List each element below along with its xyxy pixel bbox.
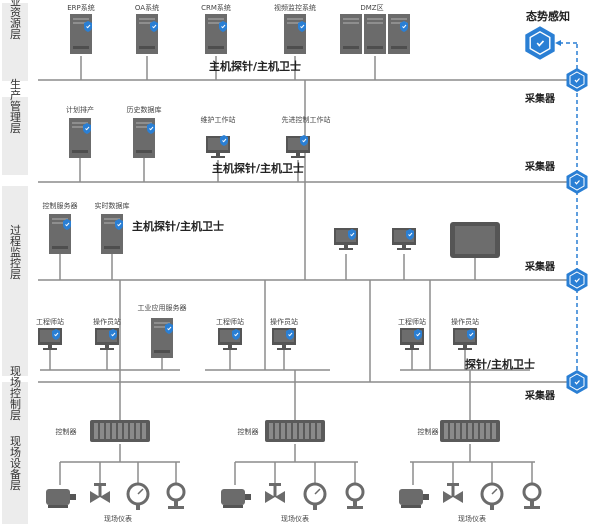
network-buses: [38, 56, 575, 485]
ws-monitor-1: [334, 228, 358, 250]
control-group-1: 工程师站 操作员站 工业应用服务器: [36, 303, 187, 358]
server-crm: CRM系统: [201, 3, 231, 54]
control-group-3: 工程师站 操作员站: [398, 317, 479, 350]
layer-label-field-control: 现场控制层: [9, 365, 22, 421]
server-erp: ERP系统: [67, 3, 95, 54]
probe-label-control: 探针/主机卫士: [465, 357, 535, 371]
probe-label-monitoring: 主机探针/主机卫士: [132, 219, 224, 233]
ws-monitor-2: [392, 228, 416, 250]
monitoring-nodes: 控制服务器 实时数据库 主机探针/主机卫士: [43, 201, 500, 258]
server-control: 控制服务器: [43, 201, 78, 254]
server-label: CRM系统: [201, 3, 231, 12]
field-devices-1: 现场仪表: [46, 482, 186, 523]
server-label: 历史数据库: [127, 105, 162, 114]
server-planning: 计划排产: [66, 105, 94, 158]
management-nodes: 计划排产 历史数据库 维护工作站 先进控制工作站 主机探针/主机卫士: [66, 105, 331, 175]
op-station-label: 操作员站: [93, 317, 121, 326]
eng-station-label: 工程师站: [36, 317, 64, 326]
devices-label: 现场仪表: [281, 514, 309, 523]
layer-label-enterprise: 企业资源层: [9, 0, 22, 40]
collector-label: 采集器: [524, 160, 556, 173]
eng-station-label: 工程师站: [216, 317, 244, 326]
control-group-2: 工程师站 操作员站: [216, 317, 298, 350]
situational-awareness: 态势感知: [524, 9, 570, 61]
ws-advanced-control: 先进控制工作站: [282, 115, 331, 158]
collectors: 采集器 采集器 采集器 采集器: [524, 67, 589, 402]
awareness-label: 态势感知: [526, 9, 570, 23]
collector-label: 采集器: [524, 260, 556, 273]
probe-label-enterprise: 主机探针/主机卫士: [209, 59, 301, 73]
collector-label: 采集器: [524, 389, 556, 402]
server-history-db: 历史数据库: [127, 105, 162, 158]
server-label: OA系统: [135, 3, 159, 12]
collector-label: 采集器: [524, 92, 556, 105]
server-label: 视频监控系统: [274, 3, 316, 12]
controllers: 控制器 控制器 控制器: [56, 420, 500, 442]
server-label: 实时数据库: [95, 201, 130, 210]
devices-label: 现场仪表: [458, 514, 486, 523]
layer-label-field-device: 现场设备层: [9, 435, 22, 491]
layer-labels: 企业资源层 生产管理层 过程监控层 现场控制层 现场设备层: [9, 0, 22, 491]
op-station-label: 操作员站: [451, 317, 479, 326]
ws-label: 维护工作站: [201, 115, 236, 124]
server-label: DMZ区: [360, 4, 383, 12]
op-station-label: 操作员站: [270, 317, 298, 326]
hmi-panel: [450, 222, 500, 258]
server-video: 视频监控系统: [274, 3, 316, 54]
server-oa: OA系统: [135, 3, 159, 54]
app-server-label: 工业应用服务器: [138, 303, 187, 312]
ws-label: 先进控制工作站: [282, 115, 331, 124]
controller-label: 控制器: [56, 427, 77, 436]
field-devices-3: 现场仪表: [399, 482, 542, 523]
server-label: 控制服务器: [43, 201, 78, 210]
collector-uplink: [555, 40, 578, 370]
ws-maintenance: 维护工作站: [201, 115, 236, 158]
field-devices-2: 现场仪表: [221, 482, 365, 523]
controller-label: 控制器: [418, 427, 439, 436]
controller-label: 控制器: [238, 427, 259, 436]
devices-label: 现场仪表: [104, 514, 132, 523]
server-label: 计划排产: [66, 105, 94, 114]
server-realtime-db: 实时数据库: [95, 201, 130, 254]
enterprise-servers: ERP系统 OA系统 CRM系统 视频监控系统 DMZ区 主机探针/主机卫士: [67, 3, 410, 73]
layer-bands: [2, 3, 28, 524]
eng-station-label: 工程师站: [398, 317, 426, 326]
layer-label-management: 生产管理层: [9, 77, 22, 134]
server-dmz: DMZ区: [340, 4, 410, 54]
probe-label-management: 主机探针/主机卫士: [212, 161, 304, 175]
layer-label-monitoring: 过程监控层: [9, 224, 22, 280]
server-label: ERP系统: [67, 3, 95, 12]
